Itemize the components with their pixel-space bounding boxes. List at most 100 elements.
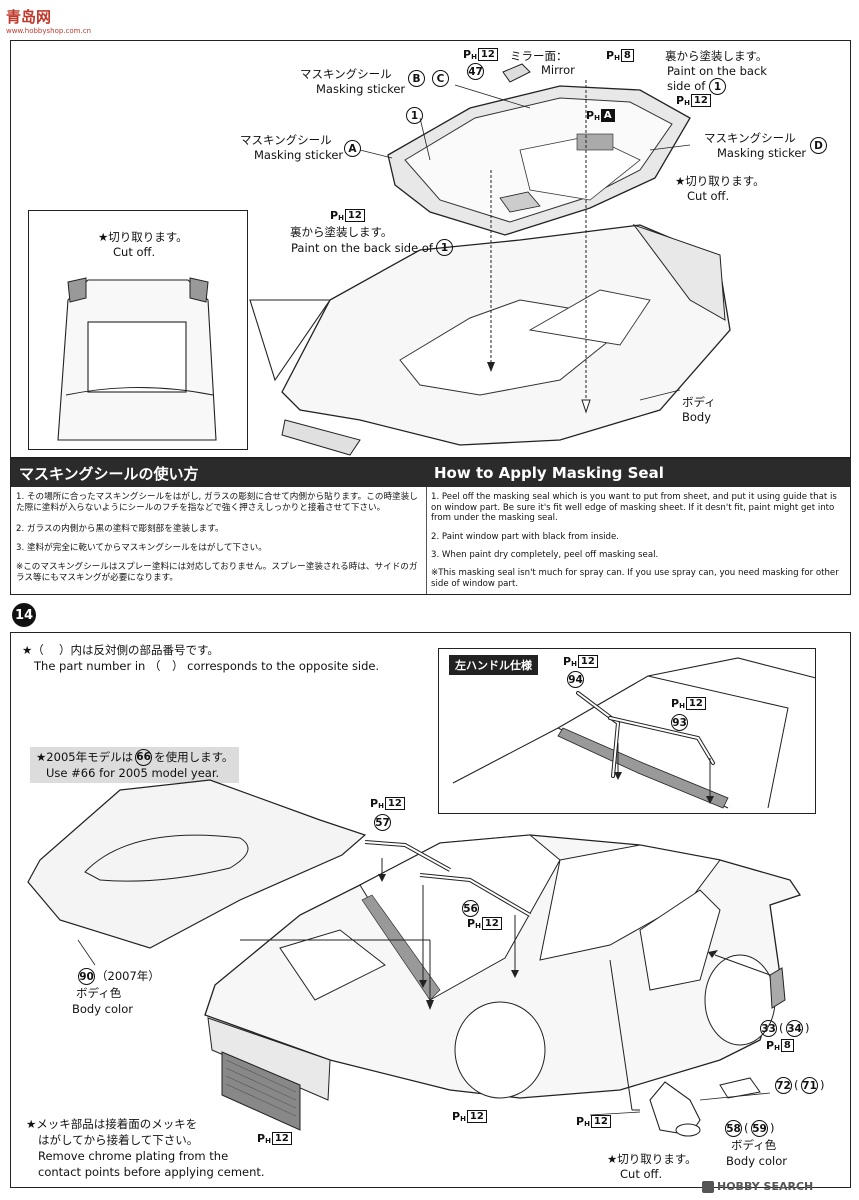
- back-top-jp: 裏から塗装します。: [665, 49, 768, 63]
- mask-d-jp: マスキングシール: [704, 131, 796, 145]
- mask-a-en: Masking sticker: [254, 148, 344, 162]
- step14-cut-jp: ★切り取ります。: [607, 1152, 697, 1166]
- chrome-en2: contact points before applying cement.: [38, 1165, 265, 1179]
- mirror-jp: ミラー面：: [510, 49, 568, 63]
- p34-close: ): [805, 1021, 810, 1035]
- logo-text: 青岛网: [6, 8, 52, 26]
- mask-d-label: D: [810, 137, 827, 154]
- part-56: 56: [462, 900, 479, 917]
- back-top-en2: side of: [667, 79, 706, 93]
- mask-a-label: A: [344, 140, 361, 157]
- mask-b-label: B: [408, 70, 425, 87]
- mask-c-label: C: [432, 70, 449, 87]
- masking-title-en: How to Apply Masking Seal: [426, 459, 850, 487]
- body-jp: ボディ: [682, 395, 716, 409]
- part-93: 93: [671, 714, 688, 731]
- p71-close: ): [820, 1078, 825, 1092]
- masking-en-1: 1. Peel off the masking seal which is yo…: [431, 492, 837, 523]
- model05-jp2: を使用します。: [154, 750, 234, 764]
- p71-open: (: [794, 1078, 799, 1092]
- mask-bc-en: Masking sticker: [316, 82, 406, 96]
- step14-cut-en: Cut off.: [620, 1167, 663, 1181]
- masking-en-4: ※This masking seal isn't much for spray …: [431, 568, 839, 589]
- masking-jp-2: 2. ガラスの内側から黒の塗料で彫刻部を塗装します。: [16, 524, 224, 534]
- body-en: Body: [682, 410, 712, 424]
- logo-url: www.hobbyshop.com.cn: [6, 27, 92, 35]
- lhd-inset: [438, 648, 816, 814]
- car-body-illustration: [27, 779, 802, 1137]
- inset-cut-en: Cut off.: [113, 245, 156, 259]
- masking-jp-1: 1. その場所に合ったマスキングシールをはがし, ガラスの彫刻に合せて内側から貼…: [16, 492, 418, 513]
- masking-title-jp: マスキングシールの使い方: [11, 459, 426, 487]
- body-glass-illustration: [249, 63, 731, 456]
- cut-jp: ★切り取ります。: [675, 174, 765, 188]
- part-66: 66: [135, 749, 153, 766]
- mask-bc-jp: マスキングシール: [300, 67, 392, 81]
- step14-frame: [10, 632, 851, 1188]
- masking-section: [10, 458, 851, 595]
- site-logo: 青岛网 www.hobbyshop.com.cn: [6, 6, 91, 35]
- masking-jp-3: 3. 塗料が完全に乾いてからマスキングシールをはがして下さい。: [16, 543, 267, 553]
- masking-en-3: 3. When paint dry completely, peel off m…: [431, 550, 659, 560]
- part-94: 94: [567, 671, 584, 688]
- mask-a-jp: マスキングシール: [240, 133, 332, 147]
- part-47: 47: [467, 63, 484, 80]
- masking-en-2: 2. Paint window part with black from ins…: [431, 532, 620, 542]
- p34-open: (: [779, 1021, 784, 1035]
- chrome-en1: Remove chrome plating from the: [38, 1149, 229, 1163]
- inset-cut-jp: ★切り取ります。: [98, 230, 188, 244]
- masking-jp-4: ※このマスキングシールはスプレー塗料には対応しておりません。スプレー塗装される時…: [16, 562, 418, 583]
- part-1-ref-left: 1: [436, 239, 453, 256]
- part-58: 58: [725, 1120, 742, 1137]
- step14-note-en: The part number in （ ） corresponds to th…: [34, 659, 380, 673]
- part-59: 59: [751, 1120, 768, 1137]
- model05-jp: ★2005年モデルは: [36, 750, 134, 764]
- p58-en: Body color: [726, 1154, 788, 1168]
- inset-illustration: [57, 277, 217, 441]
- part-90: 90: [78, 968, 95, 985]
- chrome-jp2: はがしてから接着して下さい。: [38, 1133, 199, 1147]
- step14-note-jp: ★（ ）内は反対側の部品番号です。: [22, 643, 219, 657]
- mirror-en: Mirror: [541, 63, 575, 77]
- p90-en: Body color: [72, 1002, 134, 1016]
- back-left-jp: 裏から塗装します。: [290, 225, 393, 239]
- part-71: 71: [801, 1077, 818, 1094]
- back-left-en: Paint on the back side of: [291, 241, 433, 255]
- back-top-en1: Paint on the back: [667, 64, 767, 78]
- p90-jp: ボディ色: [76, 986, 122, 1000]
- p59-open: (: [744, 1121, 749, 1135]
- part-1: 1: [406, 107, 423, 124]
- chrome-jp1: ★メッキ部品は接着面のメッキを: [26, 1117, 198, 1131]
- p90-year: （2007年）: [96, 969, 160, 983]
- cut-en: Cut off.: [687, 189, 730, 203]
- part-34: 34: [786, 1020, 803, 1037]
- part-1-ref-top: 1: [709, 78, 726, 95]
- top-instruction-frame: [10, 40, 851, 458]
- p59-close: ): [770, 1121, 775, 1135]
- part-57: 57: [374, 814, 391, 831]
- watermark-text: HOBBY SEARCH: [717, 1180, 814, 1193]
- masking-divider: [426, 487, 427, 594]
- mask-d-en: Masking sticker: [717, 146, 807, 160]
- watermark: HOBBY SEARCH: [702, 1180, 813, 1193]
- part-33: 33: [760, 1020, 777, 1037]
- part-72: 72: [775, 1077, 792, 1094]
- watermark-icon: [702, 1181, 714, 1193]
- step-number: 14: [12, 603, 36, 627]
- model05-en: Use #66 for 2005 model year.: [46, 766, 220, 780]
- p58-jp: ボディ色: [731, 1138, 777, 1152]
